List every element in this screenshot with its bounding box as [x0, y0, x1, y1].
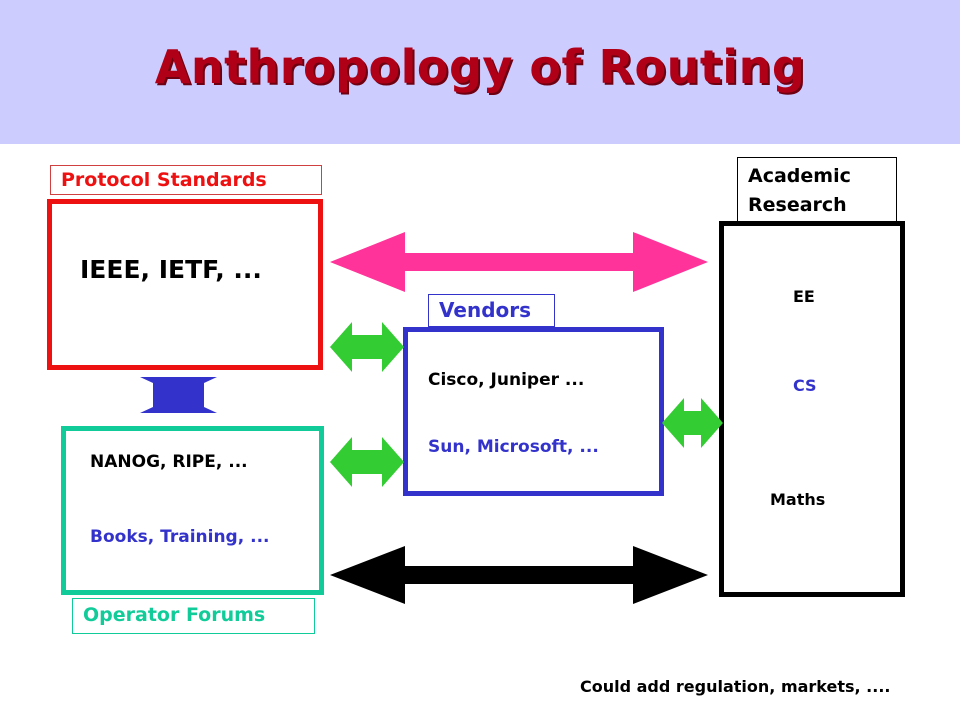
vendors-box [403, 327, 664, 496]
footnote: Could add regulation, markets, .... [580, 677, 891, 696]
protocol-standards-text: IEEE, IETF, ... [80, 255, 262, 284]
academic-research-label: Academic Research [737, 157, 897, 222]
green-double-arrow-lower [330, 437, 404, 487]
green-double-arrow-right [662, 398, 723, 448]
pink-double-arrow [330, 232, 708, 292]
vendors-label-text: Vendors [439, 298, 532, 322]
academic-research-box [719, 221, 905, 597]
protocol-standards-label: Protocol Standards [50, 165, 322, 195]
operator-forums-label-text: Operator Forums [83, 604, 266, 626]
operator-forums-text-2: Books, Training, ... [90, 527, 270, 547]
academic-research-label-line2: Research [748, 194, 847, 216]
operator-forums-box [61, 426, 324, 595]
vendors-text-2: Sun, Microsoft, ... [428, 437, 599, 457]
academic-research-label-line1: Academic [748, 165, 851, 187]
black-double-arrow [330, 546, 708, 604]
vendors-text-1: Cisco, Juniper ... [428, 370, 585, 390]
protocol-standards-label-text: Protocol Standards [61, 169, 267, 191]
academic-item-cs: CS [793, 376, 817, 395]
protocol-standards-box [47, 199, 323, 370]
operator-forums-text-1: NANOG, RIPE, ... [90, 452, 248, 472]
vendors-label: Vendors [428, 294, 555, 327]
academic-item-maths: Maths [770, 490, 826, 509]
slide-title: Anthropology of Routing [154, 40, 806, 94]
operator-forums-label: Operator Forums [72, 598, 315, 634]
title-banner [0, 0, 960, 144]
green-double-arrow-upper [330, 322, 404, 372]
academic-item-ee: EE [793, 287, 815, 306]
blue-vertical-double-arrow [140, 377, 217, 413]
